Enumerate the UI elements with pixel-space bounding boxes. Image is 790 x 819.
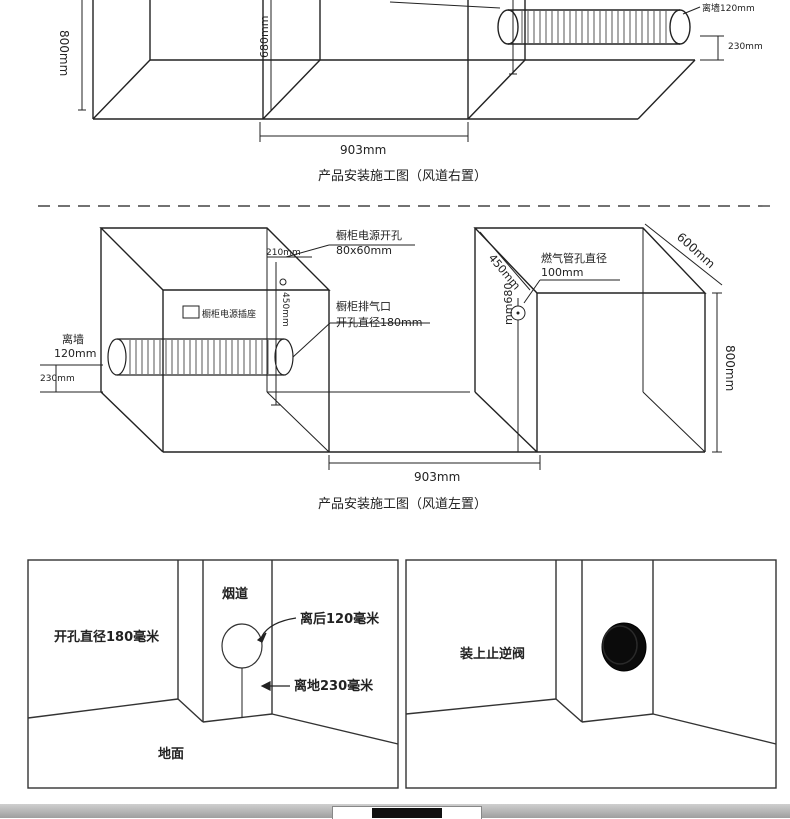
back-120-label: 离后120毫米	[300, 611, 380, 627]
top-diagram	[78, 0, 724, 142]
top-dim-230: 230mm	[728, 42, 763, 52]
bottom-duct-ribs	[129, 340, 269, 374]
top-dim-680: 680mm	[258, 16, 271, 58]
valve-label: 装上止逆阀	[459, 646, 525, 662]
dim-450-left: 450mm	[280, 292, 290, 327]
power-hole-size: 80x60mm	[336, 244, 392, 257]
photo-right-panel	[405, 559, 777, 789]
top-duct-ribs	[521, 11, 667, 43]
exhaust-label: 橱柜排气口	[336, 299, 391, 313]
bottom-floor-lines	[267, 391, 515, 453]
bottom-left-dim-lines	[40, 244, 541, 470]
gas-pipe-center	[516, 311, 520, 315]
right-dim-600: 600mm	[674, 230, 718, 271]
footer-tab-dark	[372, 808, 442, 818]
top-dim-903: 903mm	[340, 143, 386, 157]
photo-left-arrows	[241, 617, 297, 718]
power-hole-label: 橱柜电源开孔	[336, 228, 402, 242]
dim-210: 210mm	[266, 248, 301, 258]
top-dim-800: 800mm	[57, 30, 71, 76]
wall-120: 120mm	[54, 347, 96, 360]
socket-label: 橱柜电源插座	[202, 308, 256, 320]
power-hole-marker	[279, 278, 287, 286]
bottom-dim-903: 903mm	[414, 470, 460, 484]
flue-label: 烟道	[222, 586, 248, 602]
exhaust-dia: 开孔直径180mm	[336, 315, 422, 329]
gas-pipe-dia: 100mm	[541, 266, 583, 279]
top-caption: 产品安装施工图（风道右置）	[318, 169, 487, 184]
ground-230-label: 离地230毫米	[294, 678, 374, 694]
socket-box	[182, 305, 200, 319]
photo-left-panel	[27, 559, 399, 789]
bottom-caption: 产品安装施工图（风道左置）	[318, 497, 487, 512]
right-dim-800: 800mm	[723, 345, 737, 391]
right-dim-680: mm680	[502, 283, 515, 325]
top-dim-wall: 离墙120mm	[702, 2, 755, 14]
hole-dia-label: 开孔直径180毫米	[54, 629, 160, 645]
check-valve-rim	[602, 625, 638, 665]
bottom-right-cabinet	[473, 227, 707, 453]
wall-label: 离墙	[62, 332, 84, 346]
bottom-right-dim-lines	[479, 223, 723, 453]
bottom-left-cabinet	[99, 227, 331, 453]
ground-label: 地面	[158, 746, 184, 762]
offset-230: 230mm	[40, 374, 75, 384]
gas-pipe-label: 燃气管孔直径	[541, 251, 607, 265]
